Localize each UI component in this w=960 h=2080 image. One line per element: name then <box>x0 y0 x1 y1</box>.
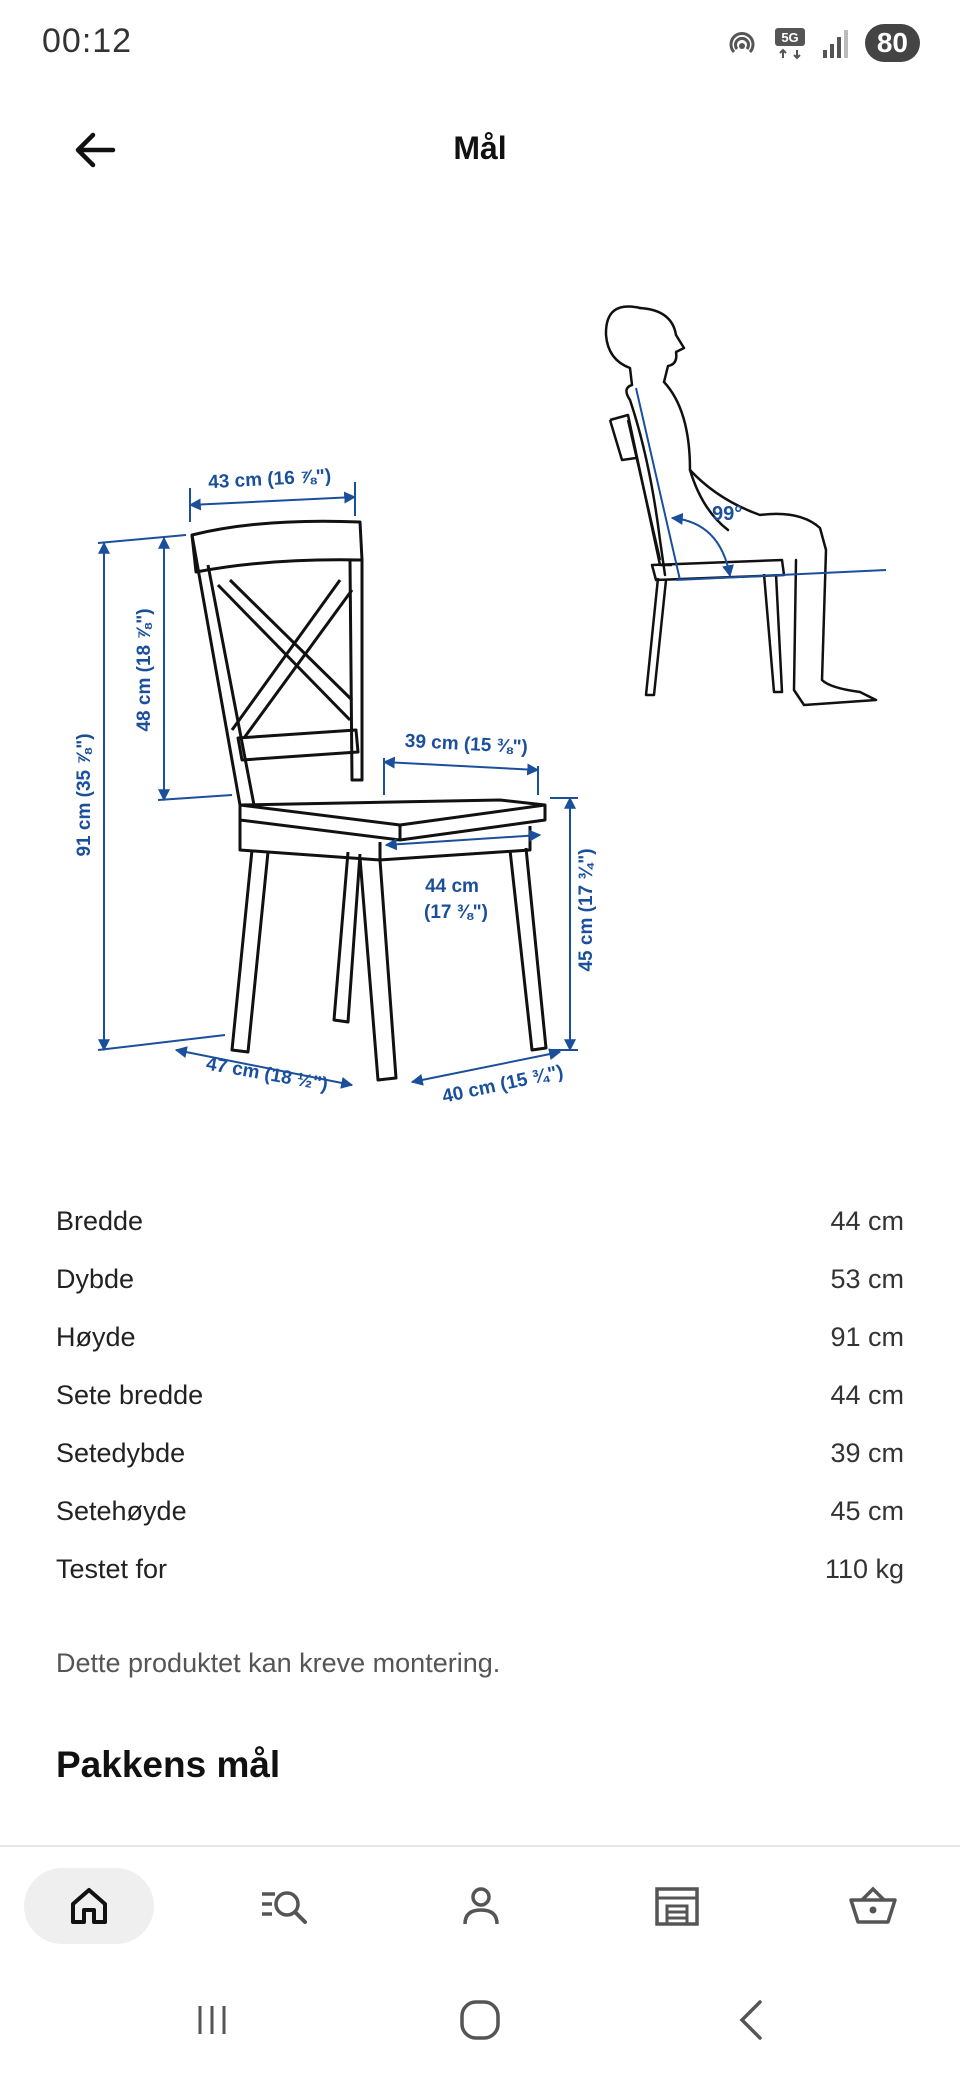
dim-seat-width-line2: (17 ⅜") <box>424 902 488 923</box>
dimension-row: Dybde 53 cm <box>56 1250 904 1308</box>
dimension-label: Sete bredde <box>56 1379 204 1410</box>
chair-front-drawing <box>190 519 548 1082</box>
status-icons: 5G 80 <box>725 24 920 62</box>
dimension-value: 91 cm <box>830 1321 904 1352</box>
search-list-icon <box>262 1891 307 1924</box>
dimension-label: Setedybde <box>56 1437 186 1468</box>
assembly-note: Dette produktet kan kreve montering. <box>56 1648 501 1678</box>
package-dimensions-heading: Pakkens mål <box>56 1744 281 1785</box>
status-time: 00:12 <box>42 22 133 60</box>
nav-search[interactable] <box>220 1868 350 1944</box>
signal-icon <box>822 30 848 58</box>
dimension-value: 110 kg <box>824 1553 904 1584</box>
back-system-button[interactable] <box>712 1990 792 2050</box>
home-icon <box>71 1888 107 1924</box>
back-chevron-icon <box>739 2000 762 2040</box>
store-icon <box>655 1887 699 1926</box>
dimension-row: Setedybde 39 cm <box>56 1424 904 1482</box>
dimension-value: 39 cm <box>830 1437 904 1468</box>
divider <box>0 1845 960 1847</box>
chair-side-drawing <box>608 413 786 697</box>
battery-icon: 80 <box>864 24 920 62</box>
dim-top-width: 43 cm (16 ⅞") <box>208 466 332 493</box>
nav-basket[interactable] <box>808 1868 938 1944</box>
bottom-nav <box>0 1860 960 1960</box>
dim-seat-height: 45 cm (17 ¾") <box>576 848 597 971</box>
dim-total-height: 91 cm (35 ⅞") <box>74 733 95 856</box>
status-bar: 00:12 5G 80 <box>0 0 960 90</box>
network-label: 5G <box>781 30 798 45</box>
recent-apps-button[interactable] <box>172 1990 252 2050</box>
home-system-button[interactable] <box>440 1990 520 2050</box>
dimension-row: Testet for 110 kg <box>56 1540 904 1598</box>
nav-store[interactable] <box>612 1868 742 1944</box>
recline-angle-indicator <box>635 387 887 581</box>
dimensions-list: Bredde 44 cm Dybde 53 cm Høyde 91 cm Set… <box>56 1192 904 1598</box>
dimension-value: 45 cm <box>830 1495 904 1526</box>
dim-recline-angle: 99° <box>712 503 742 525</box>
seated-person-drawing <box>604 305 878 707</box>
chair-dimension-illustration: 43 cm (16 ⅞") 48 cm (18 ⅞") 91 cm (35 ⅞"… <box>74 305 887 1108</box>
dimension-row: Setehøyde 45 cm <box>56 1482 904 1540</box>
basket-icon <box>849 1886 897 1924</box>
dimension-value: 44 cm <box>830 1205 904 1236</box>
nav-profile[interactable] <box>416 1868 546 1944</box>
dimension-diagram: 43 cm (16 ⅞") 48 cm (18 ⅞") 91 cm (35 ⅞"… <box>0 260 960 1140</box>
arrow-left-icon <box>75 132 116 168</box>
dim-backrest-height: 48 cm (18 ⅞") <box>134 608 155 731</box>
dimension-label: Bredde <box>56 1205 144 1236</box>
dimension-row: Høyde 91 cm <box>56 1308 904 1366</box>
dimension-label: Høyde <box>56 1321 136 1352</box>
hotspot-icon <box>729 32 755 54</box>
dim-seat-width-line1: 44 cm <box>425 876 479 897</box>
nav-home[interactable] <box>24 1868 154 1944</box>
dimension-row: Sete bredde 44 cm <box>56 1366 904 1424</box>
dim-base-width: 40 cm (15 ¾") <box>440 1062 565 1108</box>
5g-icon: 5G <box>774 28 805 60</box>
recent-apps-icon <box>198 2006 226 2034</box>
system-nav-bar <box>0 1980 960 2080</box>
dimension-label: Dybde <box>56 1263 135 1294</box>
back-button[interactable] <box>60 118 130 182</box>
dimension-lines <box>97 482 578 1089</box>
home-circle-icon <box>460 2000 500 2040</box>
dimension-label: Setehøyde <box>56 1495 187 1526</box>
page-title: Mål <box>453 130 507 166</box>
dimension-label: Testet for <box>56 1553 168 1584</box>
dimension-value: 53 cm <box>830 1263 904 1294</box>
dimension-row: Bredde 44 cm <box>56 1192 904 1250</box>
profile-icon <box>463 1887 499 1925</box>
dim-seat-depth: 39 cm (15 ⅜") <box>404 731 528 758</box>
header: Mål <box>0 110 960 190</box>
dimension-value: 44 cm <box>830 1379 904 1410</box>
dim-base-depth: 47 cm (18 ½") <box>205 1054 330 1096</box>
